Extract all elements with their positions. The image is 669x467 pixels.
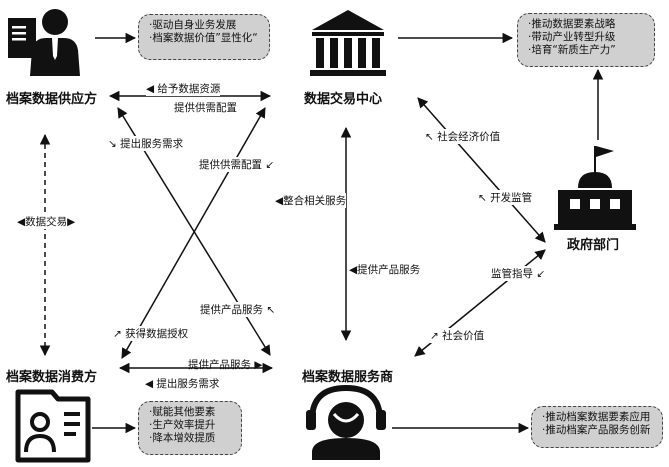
- supplier-note-line-1: ·驱动自身业务发展: [149, 19, 237, 31]
- government-title: 政府部门: [567, 238, 620, 253]
- label-data-authorization: ↗ 获得数据授权: [113, 326, 189, 341]
- label-integrate-services: ◀整合相关服务: [275, 193, 347, 208]
- label-give-resources: ◀ 给予数据资源: [146, 81, 221, 96]
- government-building-icon: [554, 146, 636, 230]
- label-product-services-bottom: 提供产品服务 ▶: [188, 359, 263, 371]
- supplier-person-icon: [8, 9, 80, 76]
- provider-note: ·推动档案数据要素应用 ·推动档案产品服务创新: [531, 406, 663, 448]
- consumer-note: ·赋能其他要素 ·生产效率提升 ·降本增效提质: [138, 401, 242, 455]
- supplier-title: 档案数据供应方: [6, 92, 98, 107]
- label-social-value: ↗ 社会价值: [430, 328, 485, 343]
- label-social-value-text: 社会价值: [442, 330, 485, 342]
- label-develop-supervise-text: 开发监管: [490, 192, 533, 204]
- edge-cross-exchange-consumer: [121, 107, 266, 359]
- label-product-services-cross-text: 提供产品服务: [200, 304, 263, 316]
- label-supply-demand-config-mid: 提供供需配置 ↙: [199, 157, 275, 172]
- consumer-note-line-2: ·生产效率提升: [149, 419, 216, 431]
- label-service-demand-bottom-text: 提出服务需求: [156, 378, 220, 390]
- label-data-trade: ◀数据交易▶: [17, 214, 76, 229]
- label-data-trade-text: 数据交易: [25, 216, 68, 228]
- label-supervise-guide: 监管指导 ↙: [491, 266, 546, 281]
- provider-title: 档案数据服务商: [302, 370, 394, 385]
- label-give-resources-text: 给予数据资源: [157, 83, 221, 95]
- label-service-demand-top: ↘ 提出服务需求: [108, 136, 184, 151]
- supplier-note: ·驱动自身业务发展 ·档案数据价值”显性化“: [138, 14, 270, 60]
- label-develop-supervise: ↖ 开发监管: [478, 190, 533, 205]
- label-socioeconomic-value: ↖ 社会经济价值: [425, 129, 501, 144]
- label-data-authorization-text: 获得数据授权: [125, 328, 189, 340]
- consumer-title: 档案数据消费方: [6, 370, 98, 385]
- exchange-note-line-3: ·培育“新质生产力”: [528, 44, 616, 56]
- label-service-demand-bottom: ◀ 提出服务需求: [145, 376, 220, 391]
- label-supply-demand-config-top: 提供供需配置: [174, 102, 237, 114]
- label-product-services-cross: 提供产品服务 ↖: [200, 302, 276, 317]
- label-supply-demand-config-mid-text: 提供供需配置: [199, 159, 262, 171]
- provider-note-line-2: ·推动档案产品服务创新: [542, 424, 651, 436]
- exchange-note: ·推动数据要素战略 ·带动产业转型升级 ·培育“新质生产力”: [517, 13, 655, 67]
- label-product-services-mid-text: 提供产品服务: [357, 264, 421, 276]
- consumer-note-line-1: ·赋能其他要素: [149, 406, 216, 418]
- exchange-note-line-2: ·带动产业转型升级: [528, 31, 616, 43]
- consumer-note-line-3: ·降本增效提质: [149, 432, 216, 444]
- label-product-services-bottom-text: 提供产品服务: [188, 359, 251, 371]
- exchange-title: 数据交易中心: [304, 92, 383, 107]
- label-product-services-mid: ◀提供产品服务: [349, 262, 421, 277]
- provider-headset-icon: [306, 384, 386, 460]
- label-service-demand-top-text: 提出服务需求: [120, 138, 184, 150]
- exchange-note-line-1: ·推动数据要素战略: [528, 18, 616, 30]
- supplier-note-line-2: ·档案数据价值”显性化“: [149, 32, 258, 44]
- provider-note-line-1: ·推动档案数据要素应用: [542, 411, 651, 423]
- label-socioeconomic-value-text: 社会经济价值: [437, 131, 501, 143]
- label-supervise-guide-text: 监管指导: [491, 268, 533, 280]
- label-integrate-services-text: 整合相关服务: [283, 195, 347, 207]
- exchange-building-icon: [310, 10, 386, 76]
- consumer-id-folder-icon: [15, 389, 91, 463]
- edge-exchange-government: [417, 97, 546, 243]
